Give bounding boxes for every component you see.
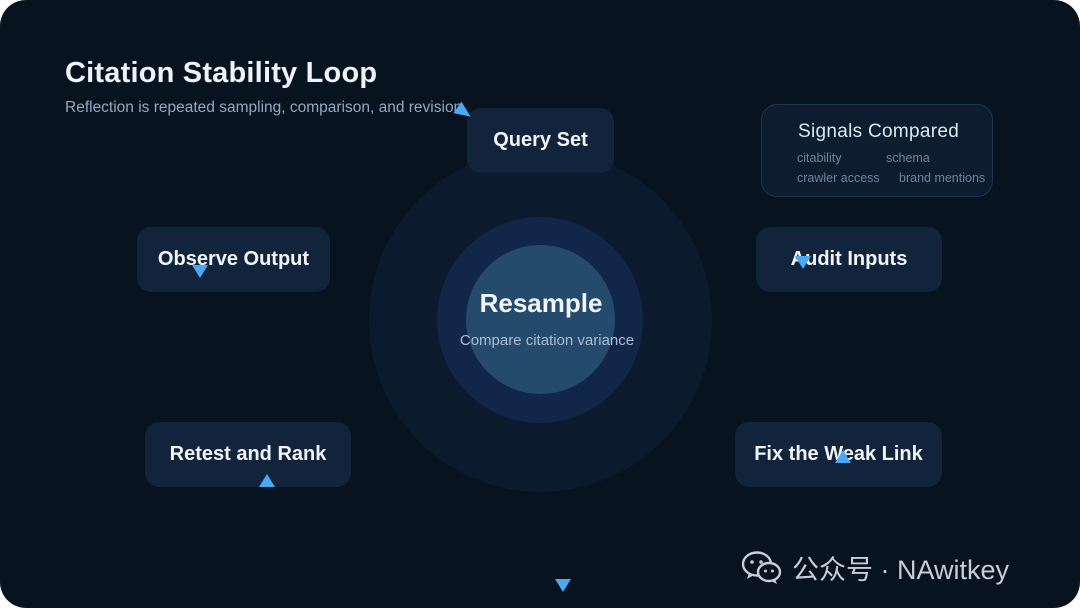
flow-arrow-icon (192, 265, 208, 278)
node-label: Query Set (493, 129, 588, 151)
node-audit-inputs: Audit Inputs (756, 227, 942, 292)
page-title: Citation Stability Loop (65, 57, 378, 89)
signals-title: Signals Compared (798, 121, 960, 142)
signal-item: schema (886, 151, 930, 165)
flow-arrow-icon (795, 256, 811, 269)
node-label: Audit Inputs (790, 248, 908, 270)
wechat-icon (742, 550, 782, 584)
page-subtitle: Reflection is repeated sampling, compari… (65, 99, 463, 116)
flow-arrow-icon (555, 579, 571, 592)
node-label: Retest and Rank (169, 443, 327, 465)
hub-title: Resample (479, 288, 603, 318)
signal-item: brand mentions (899, 171, 986, 185)
watermark: 公众号 · NAwitkey (742, 548, 1009, 587)
flow-arrow-icon (835, 450, 851, 463)
signal-item: citability (797, 151, 842, 165)
hub-inner-circle (466, 245, 615, 394)
signals-compared-panel: Signals Compared citability schema crawl… (761, 104, 993, 197)
signal-item: crawler access (797, 171, 880, 185)
node-query-set: Query Set (467, 108, 614, 173)
hub-subtitle: Compare citation variance (459, 332, 635, 349)
watermark-text: 公众号 · NAwitkey (792, 555, 1010, 585)
node-retest-rank: Retest and Rank (145, 422, 351, 487)
flow-arrow-icon (259, 474, 275, 487)
node-label: Observe Output (157, 248, 310, 270)
node-observe-output: Observe Output (137, 227, 330, 292)
